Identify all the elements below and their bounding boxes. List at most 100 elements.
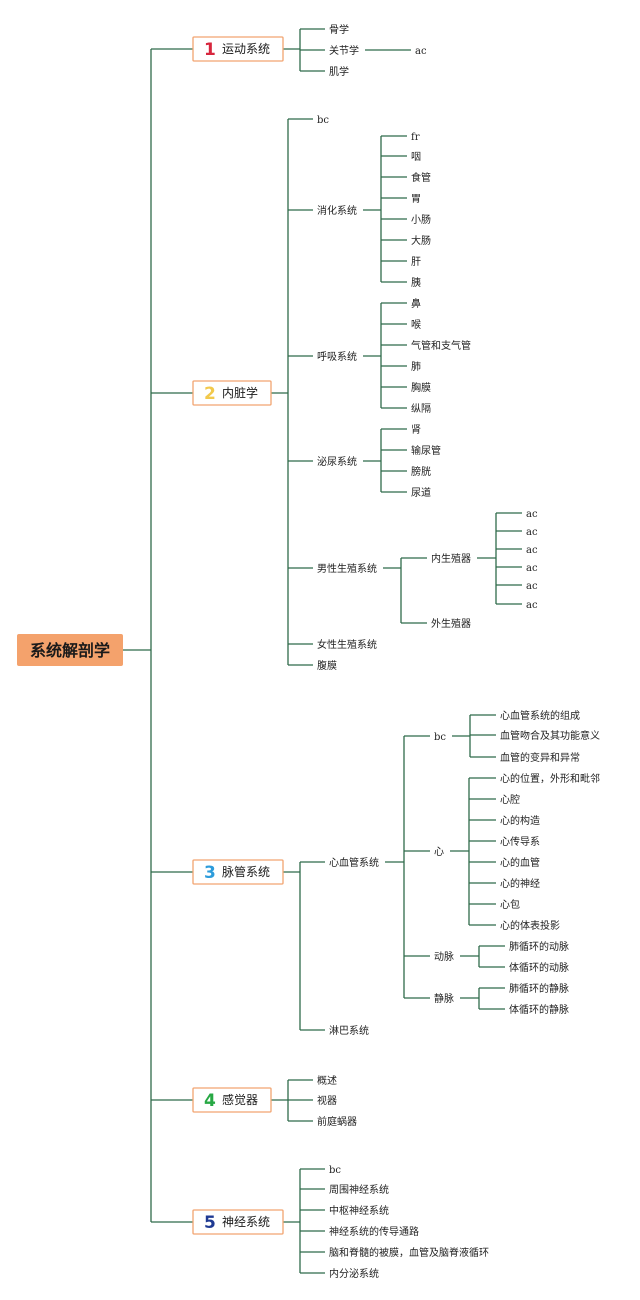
category-3-connector [283,861,325,1031]
category-1-connector [283,28,325,72]
category-label: 神经系统 [222,1215,270,1229]
detail-node[interactable]: 心的血管 [500,856,540,869]
detail-node[interactable]: 肺循环的动脉 [509,940,569,953]
topic-node[interactable]: bc [317,115,329,126]
category-node-4[interactable]: 4 感觉器 [192,1087,272,1113]
detail-node[interactable]: 体循环的静脉 [509,1003,569,1016]
category-label: 内脏学 [222,385,258,400]
topic-node[interactable]: 腹膜 [317,659,337,672]
topic-connector [363,302,407,409]
topic-node[interactable]: 心血管系统 [329,856,379,869]
subtopic-node[interactable]: ac [415,46,427,57]
subtopic-node[interactable]: 静脉 [434,992,454,1005]
subtopic-node[interactable]: 喉 [411,319,421,331]
subtopic-node[interactable]: 胰 [411,276,421,289]
subtopic-connector [450,777,496,926]
subtopic-node[interactable]: 肺 [411,361,421,373]
topic-node[interactable]: 男性生殖系统 [317,562,377,575]
detail-node[interactable]: ac [526,600,538,611]
topic-connector [363,428,407,493]
root-node[interactable]: 系统解剖学 [17,634,123,666]
topic-node[interactable]: bc [329,1165,341,1176]
detail-node[interactable]: ac [526,545,538,556]
topic-node[interactable]: 概述 [317,1074,337,1087]
topic-connector [363,135,407,283]
topic-node[interactable]: 消化系统 [317,204,357,217]
category-node-3[interactable]: 3 脉管系统 [192,859,284,885]
topic-node[interactable]: 呼吸系统 [317,350,357,363]
subtopic-node[interactable]: 外生殖器 [431,617,471,630]
detail-node[interactable]: 体循环的动脉 [509,961,569,974]
subtopic-node[interactable]: fr [411,132,420,143]
subtopic-node[interactable]: 膀胱 [411,465,431,478]
category-label: 运动系统 [222,42,270,56]
subtopic-node[interactable]: 小肠 [411,214,431,226]
topic-node[interactable]: 中枢神经系统 [329,1204,389,1217]
subtopic-node[interactable]: 肝 [411,256,421,268]
subtopic-node[interactable]: 咽 [411,151,421,163]
topic-connector [383,557,427,624]
detail-node[interactable]: ac [526,527,538,538]
topic-node[interactable]: 泌尿系统 [317,455,357,468]
detail-node[interactable]: 血管吻合及其功能意义 [500,729,600,742]
detail-node[interactable]: 心的体表投影 [500,919,560,932]
topic-node[interactable]: 关节学 [329,44,359,57]
detail-node[interactable]: 血管的变异和异常 [500,751,580,764]
subtopic-node[interactable]: 输尿管 [411,444,441,457]
subtopic-node[interactable]: 内生殖器 [431,552,471,565]
subtopic-node[interactable]: 纵隔 [411,403,431,415]
subtopic-node[interactable]: 胸膜 [411,381,431,394]
subtopic-connector [452,714,496,758]
topic-node[interactable]: 前庭蜗器 [317,1115,357,1128]
detail-node[interactable]: ac [526,509,538,520]
subtopic-node[interactable]: 气管和支气管 [411,339,471,352]
subtopic-node[interactable]: 鼻 [411,297,421,310]
detail-node[interactable]: 心的位置，外形和毗邻 [500,772,600,785]
category-5-connector [283,1168,325,1274]
topic-node[interactable]: 视器 [317,1094,337,1107]
category-label: 感觉器 [222,1092,258,1107]
detail-node[interactable]: 心的构造 [500,814,540,827]
subtopic-node[interactable]: 尿道 [411,486,431,499]
category-label: 脉管系统 [222,864,270,879]
topic-node[interactable]: 神经系统的传导通路 [329,1225,419,1238]
topic-node[interactable]: 女性生殖系统 [317,638,377,651]
subtopic-node[interactable]: 肾 [411,424,421,436]
subtopic-node[interactable]: bc [434,732,446,743]
category-node-2[interactable]: 2 内脏学 [192,380,272,406]
category-number: 3 [204,863,216,883]
root-label: 系统解剖学 [30,641,110,660]
detail-node[interactable]: ac [526,581,538,592]
detail-node[interactable]: 心血管系统的组成 [500,709,580,722]
detail-node[interactable]: 心传导系 [500,836,540,848]
topic-node[interactable]: 脑和脊髓的被膜，血管及脑脊液循环 [329,1246,489,1259]
detail-node[interactable]: 心腔 [500,793,520,806]
detail-node[interactable]: 心包 [500,898,520,911]
topic-node[interactable]: 肌学 [329,65,349,78]
category-2-connector [271,118,313,666]
category-node-1[interactable]: 1 运动系统 [192,36,284,62]
category-number: 1 [204,40,216,60]
subtopic-node[interactable]: 大肠 [411,234,431,247]
detail-node[interactable]: ac [526,563,538,574]
category-4-connector [271,1079,313,1122]
topic-node[interactable]: 周围神经系统 [329,1183,389,1196]
connector-lines [123,28,522,1274]
detail-node[interactable]: 心的神经 [500,877,540,890]
topic-node[interactable]: 淋巴系统 [329,1024,369,1037]
subtopic-node[interactable]: 胃 [411,193,421,205]
subtopic-node[interactable]: 食管 [411,171,431,184]
subtopic-connector [460,987,505,1010]
category-number: 4 [204,1091,216,1111]
subtopic-node[interactable]: 心 [434,846,444,858]
subtopic-node[interactable]: 动脉 [434,950,454,963]
root-connector [123,48,193,1223]
category-number: 5 [204,1213,216,1233]
detail-node[interactable]: 肺循环的静脉 [509,982,569,995]
category-node-5[interactable]: 5 神经系统 [192,1209,284,1235]
topic-node[interactable]: 骨学 [329,23,349,36]
topic-node[interactable]: 内分泌系统 [329,1267,379,1280]
category-number: 2 [204,384,216,404]
